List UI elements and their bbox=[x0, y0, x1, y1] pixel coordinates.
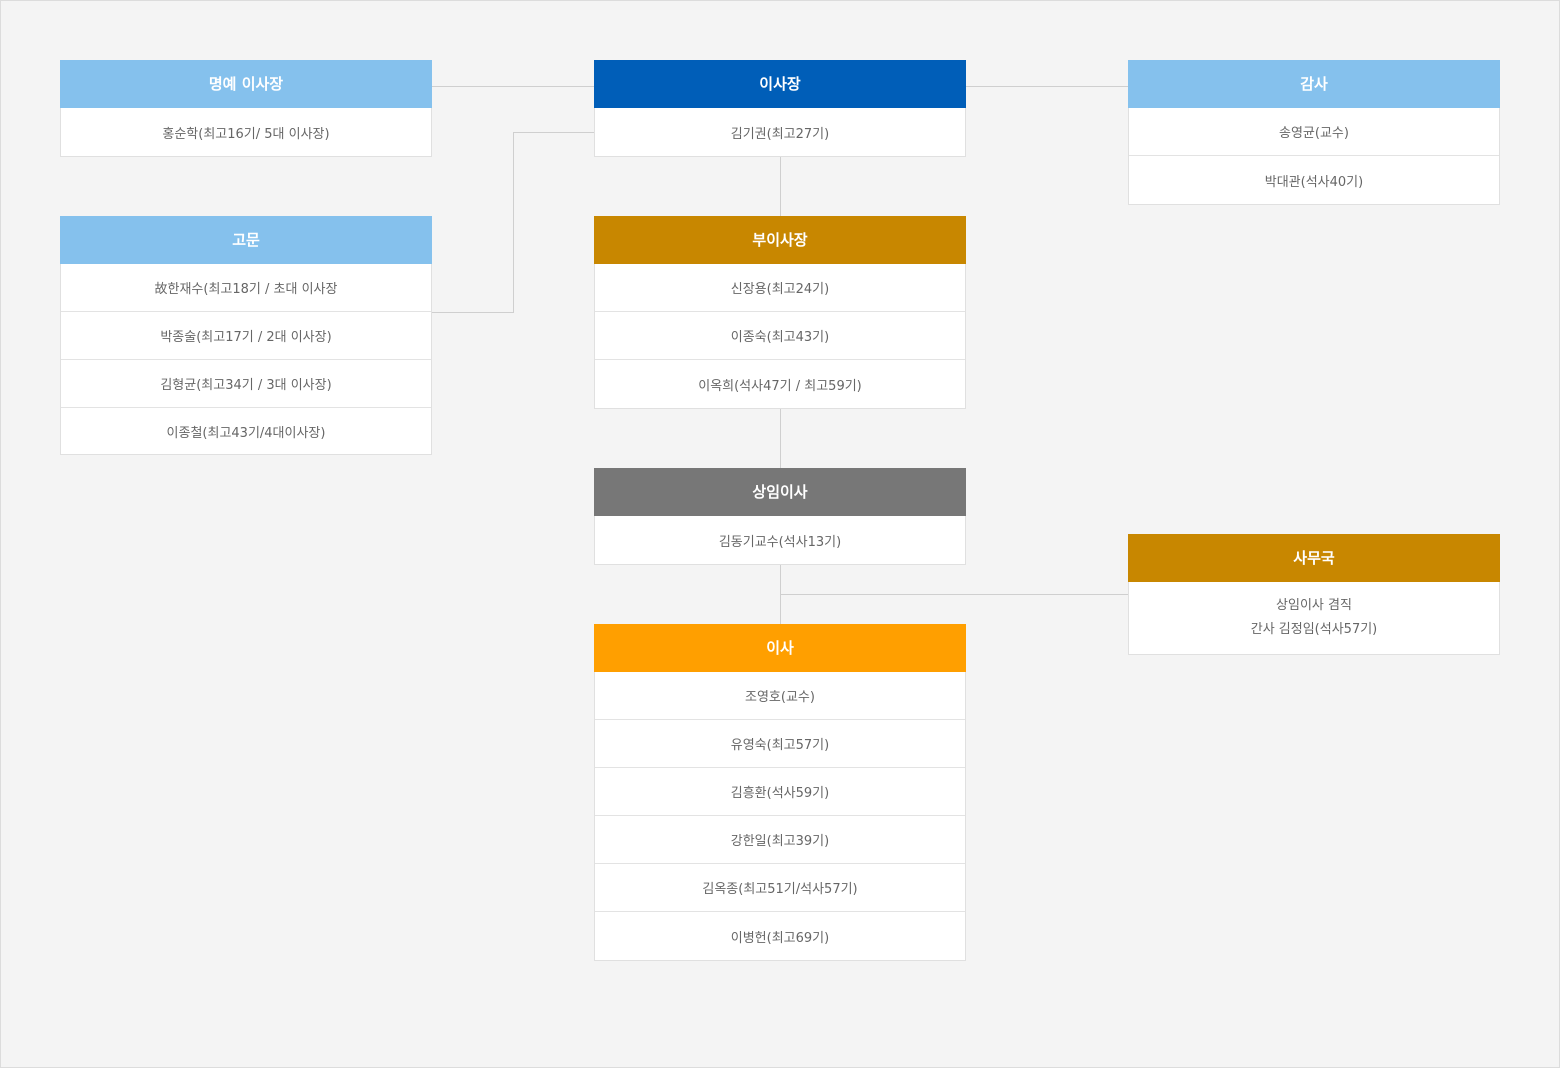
connector-advisor-h1 bbox=[432, 312, 514, 313]
connector-chairman-auditor bbox=[966, 86, 1129, 87]
vice-chairman-list: 신장용(최고24기) 이종숙(최고43기) 이옥희(석사47기 / 최고59기) bbox=[594, 264, 966, 409]
connector-advisor-v bbox=[513, 132, 514, 313]
connector-chairman-vice bbox=[780, 156, 781, 217]
member-row: 이병헌(최고69기) bbox=[730, 930, 830, 946]
member-row: 강한일(최고39기) bbox=[595, 816, 965, 864]
secretariat-detail: 상임이사 겸직 간사 김정임(석사57기) bbox=[1129, 582, 1499, 654]
member-row: 김기권(최고27기) bbox=[730, 126, 830, 142]
directors-list: 조영호(교수) 유영숙(최고57기) 김흥환(석사59기) 강한일(최고39기)… bbox=[594, 672, 966, 961]
connector-vice-standing bbox=[780, 408, 781, 469]
member-row: 홍순학(최고16기/ 5대 이사장) bbox=[162, 126, 330, 142]
vice-chairman-header: 부이사장 bbox=[594, 216, 966, 264]
chairman-box: 이사장 김기권(최고27기) bbox=[594, 60, 966, 157]
connector-advisor-h2 bbox=[513, 132, 595, 133]
chairman-list: 김기권(최고27기) bbox=[594, 108, 966, 157]
chairman-header: 이사장 bbox=[594, 60, 966, 108]
secretariat-box: 사무국 상임이사 겸직 간사 김정임(석사57기) bbox=[1128, 534, 1500, 655]
member-row: 이종철(최고43기/4대이사장) bbox=[166, 425, 326, 441]
auditor-box: 감사 송영균(교수) 박대관(석사40기) bbox=[1128, 60, 1500, 205]
secretariat-header: 사무국 bbox=[1128, 534, 1500, 582]
advisor-list: 故한재수(최고18기 / 초대 이사장 박종술(최고17기 / 2대 이사장) … bbox=[60, 264, 432, 455]
member-row: 박종술(최고17기 / 2대 이사장) bbox=[61, 312, 431, 360]
secretariat-line: 간사 김정임(석사57기) bbox=[1250, 622, 1378, 637]
standing-director-box: 상임이사 김동기교수(석사13기) bbox=[594, 468, 966, 565]
member-row: 조영호(교수) bbox=[595, 672, 965, 720]
directors-header: 이사 bbox=[594, 624, 966, 672]
auditor-list: 송영균(교수) 박대관(석사40기) bbox=[1128, 108, 1500, 205]
member-row: 김동기교수(석사13기) bbox=[718, 534, 842, 550]
honorary-chairman-box: 명예 이사장 홍순학(최고16기/ 5대 이사장) bbox=[60, 60, 432, 157]
member-row: 박대관(석사40기) bbox=[1264, 174, 1364, 190]
honorary-chairman-list: 홍순학(최고16기/ 5대 이사장) bbox=[60, 108, 432, 157]
standing-director-list: 김동기교수(석사13기) bbox=[594, 516, 966, 565]
member-row: 김옥종(최고51기/석사57기) bbox=[595, 864, 965, 912]
member-row: 이옥희(석사47기 / 최고59기) bbox=[698, 378, 862, 394]
standing-director-header: 상임이사 bbox=[594, 468, 966, 516]
advisor-header: 고문 bbox=[60, 216, 432, 264]
secretariat-list: 상임이사 겸직 간사 김정임(석사57기) bbox=[1128, 582, 1500, 655]
secretariat-line: 상임이사 겸직 bbox=[1276, 598, 1352, 613]
member-row: 신장용(최고24기) bbox=[595, 264, 965, 312]
honorary-chairman-header: 명예 이사장 bbox=[60, 60, 432, 108]
member-row: 故한재수(최고18기 / 초대 이사장 bbox=[61, 264, 431, 312]
member-row: 유영숙(최고57기) bbox=[595, 720, 965, 768]
member-row: 이종숙(최고43기) bbox=[595, 312, 965, 360]
vice-chairman-box: 부이사장 신장용(최고24기) 이종숙(최고43기) 이옥희(석사47기 / 최… bbox=[594, 216, 966, 409]
member-row: 김형균(최고34기 / 3대 이사장) bbox=[61, 360, 431, 408]
member-row: 송영균(교수) bbox=[1129, 108, 1499, 156]
auditor-header: 감사 bbox=[1128, 60, 1500, 108]
advisor-box: 고문 故한재수(최고18기 / 초대 이사장 박종술(최고17기 / 2대 이사… bbox=[60, 216, 432, 455]
connector-secretariat bbox=[780, 594, 1129, 595]
member-row: 김흥환(석사59기) bbox=[595, 768, 965, 816]
directors-box: 이사 조영호(교수) 유영숙(최고57기) 김흥환(석사59기) 강한일(최고3… bbox=[594, 624, 966, 961]
connector-honorary-chairman bbox=[432, 86, 595, 87]
